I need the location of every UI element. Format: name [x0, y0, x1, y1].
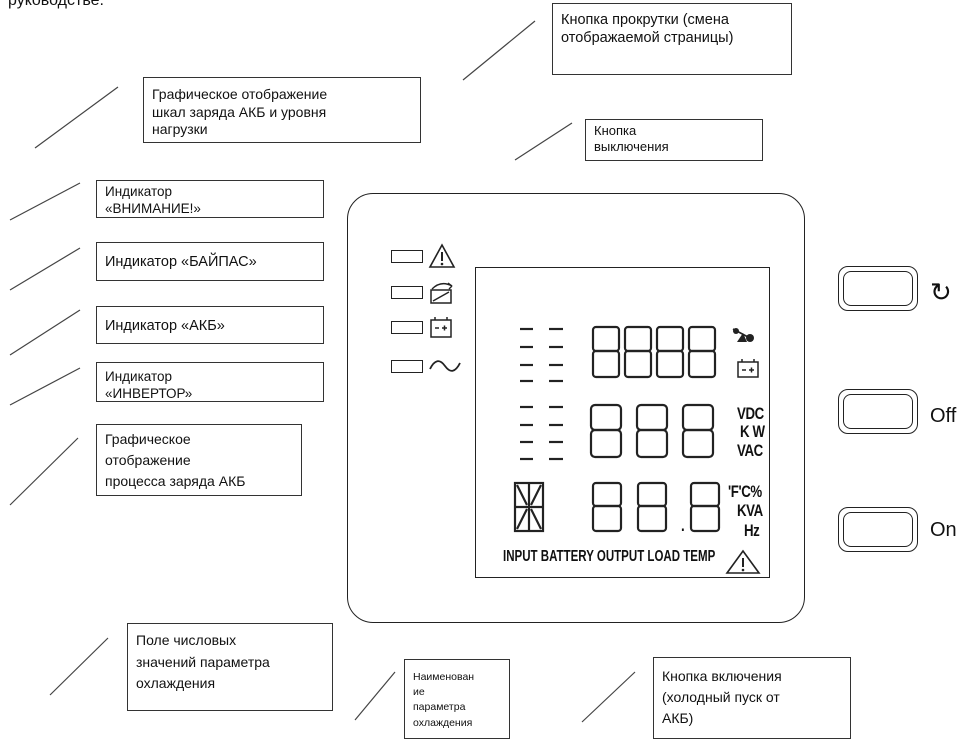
on-label: On: [930, 519, 957, 541]
unit-temp-percent: 'F'C%: [728, 482, 762, 501]
leader-on-button: [581, 671, 636, 723]
indicator-inverter: [391, 355, 462, 377]
indicator-bypass: [391, 279, 458, 305]
callout-cooling-param-name: Наименован ие параметра охлаждения: [404, 659, 510, 739]
bypass-icon: [428, 279, 458, 305]
unit-hz: Hz: [744, 521, 760, 540]
sixteen-segment-char: [513, 481, 545, 533]
leader-battery: [9, 309, 81, 356]
callout-on-button: Кнопка включения (холодный пуск от АКБ): [653, 657, 851, 739]
off-button[interactable]: [838, 389, 918, 434]
load-bar-graph: [520, 327, 563, 383]
leader-inverter: [9, 367, 81, 406]
unit-kw: K W: [740, 422, 765, 441]
callout-off-button: Кнопка выключения: [585, 119, 763, 161]
leader-warning: [9, 182, 81, 221]
indicator-inverter-led: [391, 359, 423, 373]
lcd-battery-icon: [737, 359, 759, 378]
off-label: Off: [930, 405, 957, 427]
callout-inverter-indicator: Индикатор «ИНВЕРТОР»: [96, 362, 324, 402]
leader-bypass: [9, 247, 81, 291]
callout-battery-indicator: Индикатор «АКБ»: [96, 306, 324, 344]
indicator-battery-led: [391, 320, 423, 334]
unit-vac: VAC: [737, 441, 763, 460]
lcd-warning-icon: [725, 549, 761, 574]
intro-fragment: руководстве.: [8, 0, 104, 9]
scroll-icon: ↻: [930, 277, 952, 307]
indicator-battery: [391, 315, 456, 339]
indicator-bypass-led: [391, 285, 423, 299]
callout-warning-indicator: Индикатор «ВНИМАНИЕ!»: [96, 180, 324, 218]
on-button[interactable]: [838, 507, 918, 552]
warning-icon: [428, 243, 456, 269]
battery-bar-graph: [520, 405, 563, 461]
callout-scroll-button: Кнопка прокрутки (смена отображаемой стр…: [552, 3, 792, 75]
row2-digits: [589, 403, 715, 459]
leader-cooling-name: [354, 671, 396, 721]
callout-cooling-value-field: Поле числовых значений параметра охлажде…: [127, 623, 333, 711]
lcd-segments: [513, 325, 761, 574]
scroll-button[interactable]: [838, 266, 918, 311]
decimal-point: .: [681, 516, 685, 535]
leader-off-button: [514, 122, 573, 161]
lcd-bottom-labels: INPUT BATTERY OUTPUT LOAD TEMP: [503, 548, 716, 565]
leader-scroll-button: [462, 20, 536, 81]
leader-charge-process: [9, 437, 79, 506]
leader-cooling-value: [49, 637, 109, 696]
fan-blade: [737, 333, 747, 342]
battery-icon: [428, 315, 456, 339]
sine-wave-icon: [428, 355, 462, 377]
device-panel: [347, 193, 805, 623]
unit-vdc: VDC: [737, 404, 764, 423]
callout-bypass-indicator: Индикатор «БАЙПАС»: [96, 242, 324, 281]
lcd-screen: [475, 267, 770, 578]
indicator-warning: [391, 243, 456, 269]
callout-charge-process: Графическое отображение процесса заряда …: [96, 424, 302, 496]
row3-digits: [591, 481, 721, 533]
indicator-warning-led: [391, 249, 423, 263]
callout-graph-scales: Графическое отображение шкал заряда АКБ …: [143, 77, 421, 143]
leader-graph-scales: [34, 86, 119, 149]
unit-kva: KVA: [737, 501, 763, 520]
row1-digits: [591, 325, 717, 379]
